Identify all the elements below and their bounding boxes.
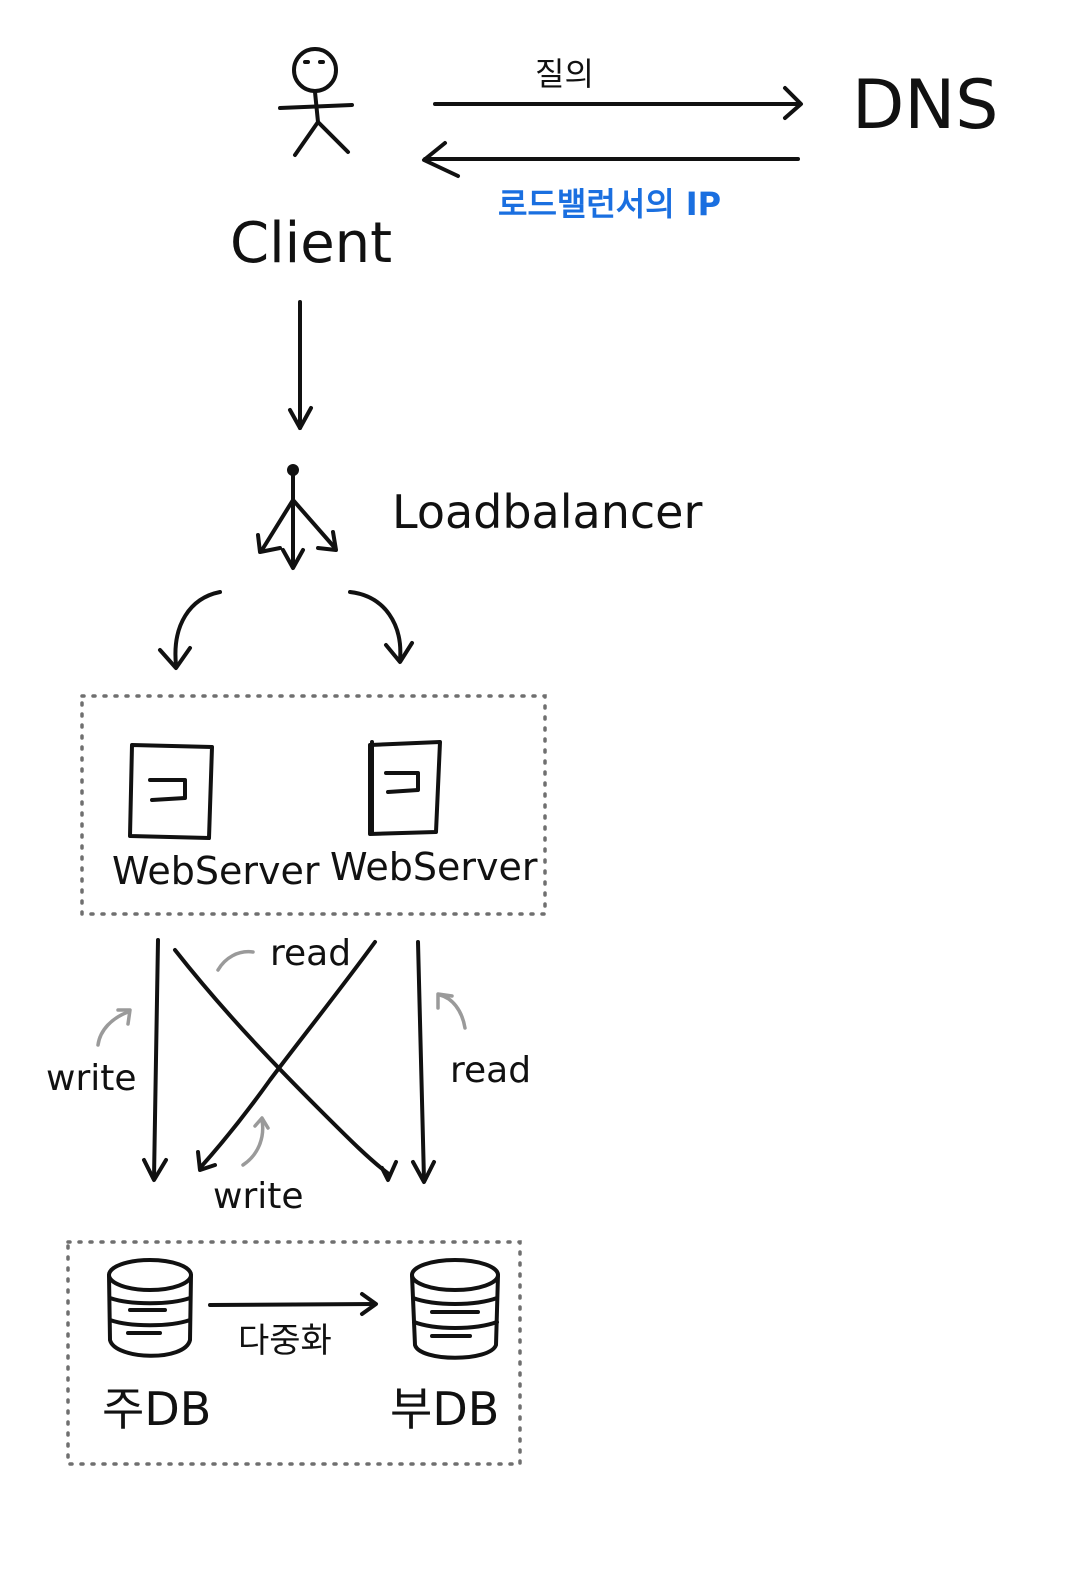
lb-ip-label: 로드밸런서의 IP (498, 185, 721, 223)
secondary-db-label: 부DB (390, 1382, 499, 1436)
client-person-icon (278, 47, 354, 157)
load-balancer-label: Loadbalancer (392, 485, 702, 539)
replication-label: 다중화 (238, 1321, 332, 1361)
write-hint-arrow-2 (241, 1116, 270, 1167)
load-balancer-icon (256, 464, 338, 570)
lb-to-web2-arrow (348, 590, 414, 664)
web2-to-primary-db-write-arrow (196, 940, 377, 1172)
web-server-2-label: WebServer (330, 845, 538, 889)
read-right-label: read (450, 1050, 531, 1091)
secondary-db-icon (410, 1258, 500, 1360)
db-group (66, 1240, 522, 1466)
dns-label: DNS (852, 66, 998, 145)
query-arrow (433, 86, 803, 120)
write-hint-arrow-1 (96, 1008, 132, 1047)
replication-arrow (208, 1292, 378, 1316)
query-label: 질의 (535, 55, 594, 93)
web-server-2-icon (368, 740, 442, 836)
read-hint-arrow-1 (216, 949, 255, 972)
web1-to-secondary-db-read-arrow (173, 948, 398, 1182)
read-hint-arrow-2 (436, 992, 467, 1030)
web2-to-secondary-db-read-arrow (411, 940, 436, 1184)
web1-to-primary-db-write-arrow (142, 938, 168, 1182)
web-server-group (80, 694, 547, 916)
client-to-lb-arrow (288, 300, 313, 430)
write-cross-label: write (213, 1176, 304, 1217)
lb-ip-arrow (422, 141, 800, 178)
write-left-label: write (46, 1058, 137, 1099)
web-server-1-label: WebServer (112, 849, 320, 893)
web-server-1-icon (128, 743, 214, 840)
primary-db-label: 주DB (102, 1382, 211, 1436)
primary-db-icon (107, 1258, 193, 1358)
lb-to-web1-arrow (158, 590, 222, 670)
client-label: Client (230, 211, 392, 276)
read-cross-label: read (270, 933, 351, 974)
